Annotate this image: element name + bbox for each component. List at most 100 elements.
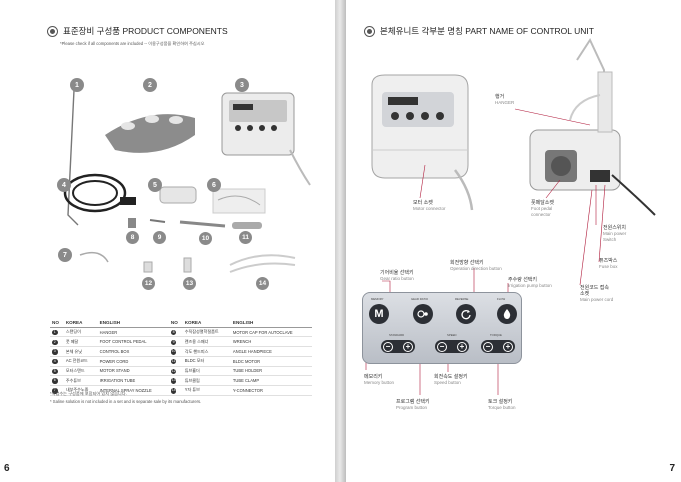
label-gear-en: Gear ratio button bbox=[380, 276, 414, 282]
label-memory: 메모리키 Memory button bbox=[364, 374, 394, 386]
row-number-badge: 14 bbox=[170, 388, 177, 394]
program-plus-button[interactable]: + bbox=[403, 341, 413, 352]
table-cell: MOTOR STAND bbox=[97, 366, 169, 377]
callout-14: 14 bbox=[256, 277, 269, 290]
label-operation-direction: 회전방향 선택키 Operation direction button bbox=[450, 260, 502, 272]
table-cell: 스탠딩이 bbox=[63, 327, 98, 338]
bldc-motor-illustration bbox=[232, 222, 262, 229]
label-gear-ratio: 기어비율 선택키 Gear ratio button bbox=[380, 270, 414, 282]
label-torque-ko: 토크 설정키 bbox=[488, 399, 513, 405]
torque-minus-button[interactable]: − bbox=[483, 341, 493, 352]
y-connector-illustration bbox=[229, 254, 296, 273]
panel-label-speed: SPEED bbox=[447, 333, 457, 337]
direction-button[interactable] bbox=[456, 304, 476, 324]
label-main-power-switch: 전원스위치 Main power Switch bbox=[603, 225, 637, 244]
row-number-badge: 6 bbox=[52, 378, 58, 384]
callout-4: 4 bbox=[57, 178, 71, 192]
panel-label-standard: STANDARD bbox=[389, 333, 405, 337]
torque-plus-button[interactable]: + bbox=[503, 341, 513, 352]
label-fuse-ko: 퓨즈박스 bbox=[599, 258, 618, 264]
col-english: ENGLISH bbox=[97, 319, 169, 328]
panel-label-reverse: REVERSE bbox=[455, 297, 469, 301]
label-fuse-box: 퓨즈박스 Fuse box bbox=[599, 258, 618, 270]
row-number-badge: 4 bbox=[52, 358, 58, 365]
table-cell: HANGER bbox=[97, 327, 169, 338]
label-torque: 토크 설정키 Torque button bbox=[488, 399, 516, 411]
label-oper-ko: 회전방향 선택키 bbox=[450, 260, 484, 266]
label-motor-en: Motor connector bbox=[413, 206, 446, 212]
drop-icon bbox=[503, 309, 511, 319]
label-irrigation-pump: 주수량 선택키 Irrigation pump button bbox=[508, 277, 552, 289]
speed-stepper[interactable]: − + bbox=[435, 340, 469, 353]
label-torque-en: Torque button bbox=[488, 405, 516, 411]
callout-12: 12 bbox=[142, 277, 155, 290]
label-hanger-en: HANGER bbox=[495, 100, 515, 106]
program-minus-button[interactable]: − bbox=[383, 341, 393, 352]
row-number-badge: 13 bbox=[170, 378, 177, 384]
row-number-badge: 1 bbox=[52, 329, 58, 336]
table-cell: 1 bbox=[50, 327, 64, 338]
table-cell: MOTOR CAP FOR AUTOCLAVE bbox=[230, 327, 312, 338]
label-pump-ko: 주수량 선택키 bbox=[508, 277, 537, 283]
table-cell: 5 bbox=[50, 366, 64, 377]
panel-label-flow: FLOW bbox=[497, 297, 506, 301]
angle-handpiece-illustration bbox=[179, 220, 226, 228]
callout-5: 5 bbox=[148, 178, 162, 192]
panel-label-torque: TORQUE bbox=[490, 333, 502, 337]
table-cell: BLDC 모터 bbox=[182, 356, 231, 367]
irrigation-pump-button[interactable] bbox=[497, 304, 517, 324]
program-stepper[interactable]: − + bbox=[381, 340, 415, 353]
table-cell: 수직잡성멸학절품트 bbox=[182, 327, 231, 338]
memory-button[interactable]: M bbox=[369, 304, 389, 324]
heading-bullet-icon bbox=[47, 25, 58, 37]
torque-stepper[interactable]: − + bbox=[481, 340, 515, 353]
table-cell: 2 bbox=[50, 336, 64, 348]
label-memory-ko: 메모리키 bbox=[364, 374, 383, 380]
callout-2: 2 bbox=[143, 78, 157, 92]
table-cell: 7 bbox=[50, 385, 64, 396]
speed-minus-button[interactable]: − bbox=[437, 341, 447, 352]
memory-m-glyph: M bbox=[374, 308, 384, 320]
left-page: 표준장비 구성품 PRODUCT COMPONENTS *Please chec… bbox=[0, 0, 335, 482]
table-cell: 12 bbox=[168, 366, 183, 377]
row-number-badge: 11 bbox=[170, 358, 177, 365]
left-heading-text: 표준장비 구성품 PRODUCT COMPONENTS bbox=[63, 26, 228, 36]
table-cell: 14 bbox=[168, 385, 183, 396]
callout-6: 6 bbox=[207, 178, 221, 192]
table-cell: 본체 유닛 bbox=[63, 346, 98, 357]
callout-8: 8 bbox=[126, 231, 139, 244]
table-cell: CONTROL BOX bbox=[97, 346, 169, 357]
label-program-ko: 프로그램 선택키 bbox=[396, 399, 430, 405]
label-cord-en: Main power cord bbox=[580, 297, 614, 303]
callout-10: 10 bbox=[199, 232, 212, 245]
page-number-right: 7 bbox=[669, 463, 675, 474]
components-illustration bbox=[63, 89, 311, 273]
motor-cap-illustration bbox=[128, 218, 136, 228]
table-cell: 튜브클립 bbox=[182, 375, 231, 386]
table-cell: INTERNAL SPRAY NOZZLE bbox=[97, 385, 169, 396]
table-cell: 3 bbox=[50, 346, 64, 357]
table-cell: 튜브홀더 bbox=[182, 366, 231, 377]
footnote-korean: *식염수는 구성품에 포함되어 있지 않습니다. bbox=[50, 391, 127, 396]
label-memory-en: Memory button bbox=[364, 380, 395, 386]
label-hanger-ko: 행거 bbox=[495, 94, 505, 100]
label-foot-en: Foot pedal connector bbox=[531, 206, 553, 218]
speed-plus-button[interactable]: + bbox=[457, 341, 467, 352]
label-switch-en: Main power Switch bbox=[603, 231, 627, 243]
table-cell: 내부주수노즐 bbox=[63, 385, 98, 396]
label-foot-pedal-connector: 풋페달소켓 Foot pedal connector bbox=[531, 200, 571, 219]
gear-ratio-button[interactable] bbox=[413, 304, 433, 324]
label-motor-connector: 모터 소켓 Motor connector bbox=[413, 200, 446, 212]
label-speed-en: Speed button bbox=[434, 380, 461, 386]
control-panel: MEMORY GEAR RATIO REVERSE FLOW M STANDAR… bbox=[362, 292, 522, 364]
row-number-badge: 7 bbox=[52, 388, 58, 394]
heading-bullet-icon bbox=[364, 25, 375, 37]
table-cell: 주수튜브 bbox=[63, 375, 98, 386]
col-no-2: NO bbox=[168, 319, 183, 328]
tube-holder-illustration bbox=[143, 261, 153, 273]
